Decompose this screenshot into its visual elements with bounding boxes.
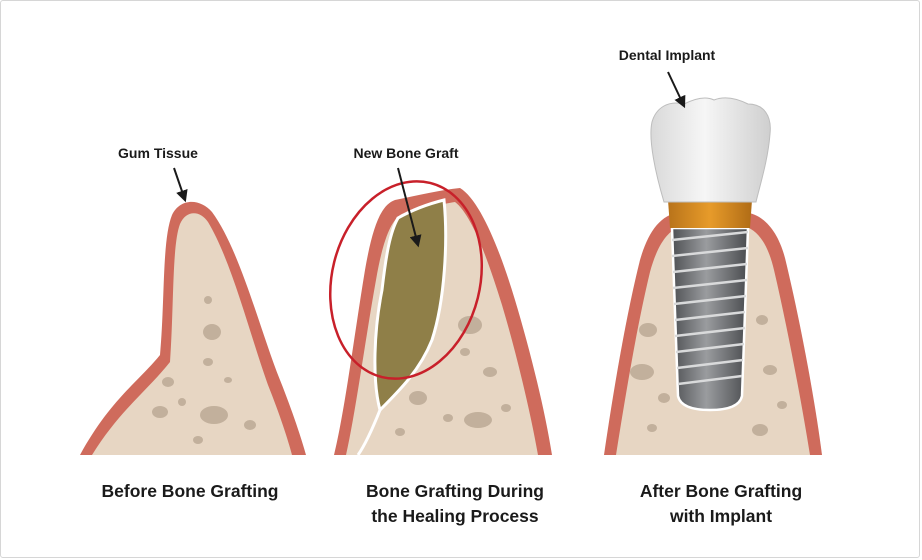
- gum-tissue-label: Gum Tissue: [118, 145, 198, 161]
- gum-tissue-arrow: [173, 167, 188, 203]
- bone-spots-after: [630, 315, 787, 436]
- panel-before: Gum Tissue Before Bone Grafting: [80, 145, 306, 501]
- implant-collar: [668, 200, 752, 228]
- caption-after-line2: with Implant: [669, 506, 772, 526]
- dental-implant-label: Dental Implant: [619, 47, 716, 63]
- panel-during: New Bone Graft Bone Grafting During the …: [328, 145, 552, 526]
- panel-after: Dental Implant After Bone Grafting with …: [604, 47, 822, 526]
- caption-during-line2: the Healing Process: [371, 506, 539, 526]
- implant-crown: [650, 97, 771, 203]
- implant-screw: [670, 226, 750, 412]
- dental-implant-arrow: [667, 71, 686, 109]
- new-bone-graft-region: [373, 198, 448, 413]
- new-bone-graft-arrow: [397, 167, 422, 248]
- caption-after-line1: After Bone Grafting: [640, 481, 802, 501]
- new-bone-graft-label: New Bone Graft: [353, 145, 458, 161]
- caption-before: Before Bone Grafting: [102, 481, 279, 501]
- bone-spots-before: [152, 296, 256, 444]
- bone-before: [92, 213, 292, 455]
- graft-edge-line: [356, 409, 382, 456]
- graft-highlight-ring: [328, 180, 484, 380]
- bone-spots-during: [395, 316, 511, 436]
- caption-during-line1: Bone Grafting During: [366, 481, 544, 501]
- screw-threads: [671, 230, 749, 386]
